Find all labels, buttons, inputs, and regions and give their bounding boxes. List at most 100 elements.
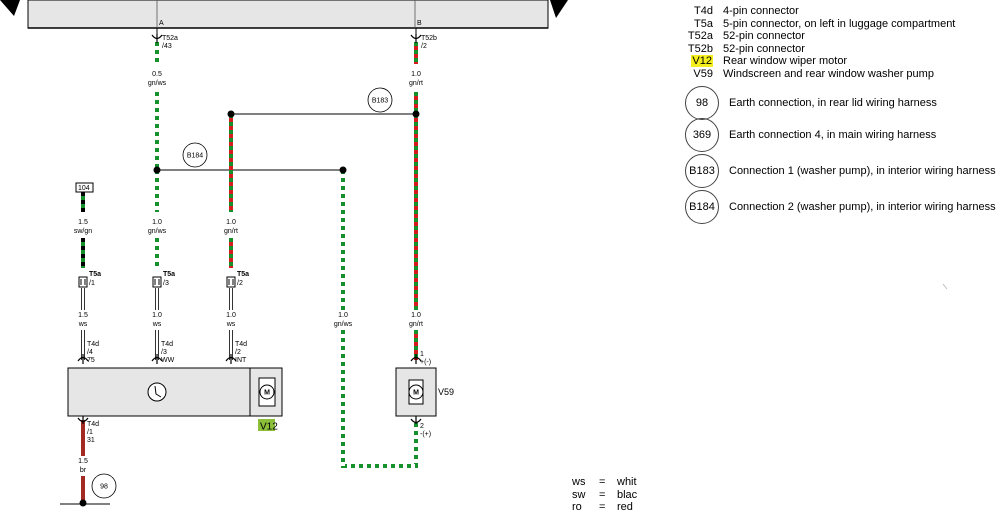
legend-code: V59 bbox=[693, 67, 713, 80]
conn-t4d3-name: T4d bbox=[161, 341, 173, 348]
cursor-mark bbox=[942, 283, 948, 290]
colour-key-row: sw = blac bbox=[572, 489, 637, 502]
colour-name: blac bbox=[617, 488, 638, 501]
w10-colour: gn/rt bbox=[409, 321, 423, 328]
legend-text: 5-pin connector, on left in luggage comp… bbox=[723, 17, 956, 30]
legend-row-t5a: T5a 5-pin connector, on left in luggage … bbox=[675, 18, 1000, 31]
conn-t5a2-pin: /2 bbox=[237, 280, 243, 287]
component-legend: T4d 4-pin connector T5a 5-pin connector,… bbox=[675, 0, 1000, 224]
legend-row-t52a: T52a 52-pin connector bbox=[675, 30, 1000, 43]
conn-t52a-pin: /43 bbox=[162, 43, 172, 50]
left-marker bbox=[0, 0, 20, 16]
conn-t4d4-pin: /4 bbox=[87, 349, 93, 356]
w4-colour: gn/ws bbox=[148, 228, 167, 235]
b183-circle bbox=[367, 87, 393, 113]
conn-t5a3-pin: /3 bbox=[163, 280, 169, 287]
conn-t52b-pin: /2 bbox=[421, 43, 427, 50]
colour-key: ws = whit sw = blac ro = red bbox=[572, 476, 637, 514]
w4-size: 1.0 bbox=[152, 219, 162, 226]
w7-colour: ws bbox=[152, 321, 162, 328]
t5a-plugs bbox=[78, 276, 236, 288]
conn-t52a-name: T52a bbox=[162, 35, 178, 42]
bus-bar bbox=[27, 0, 549, 29]
v12-motor-letter: M bbox=[264, 390, 270, 397]
legend-text: 52-pin connector bbox=[723, 30, 805, 43]
v59-label: V59 bbox=[438, 387, 454, 397]
colour-name: red bbox=[617, 501, 633, 513]
legend-text: Windscreen and rear window washer pump bbox=[723, 67, 934, 80]
w5-size: 1.0 bbox=[226, 219, 236, 226]
earth-98-circle bbox=[91, 473, 117, 499]
colour-code: ws bbox=[572, 476, 586, 488]
conn-t4d1-pin: /1 bbox=[87, 429, 93, 436]
w2-size: 1.0 bbox=[411, 71, 421, 78]
legend-code-highlighted: V12 bbox=[691, 55, 713, 68]
legend-row-t4d: T4d 4-pin connector bbox=[675, 5, 1000, 18]
conn-v59-pin2: 2 bbox=[420, 423, 424, 430]
w10-size: 1.0 bbox=[411, 312, 421, 319]
conn-t4d2-name: T4d bbox=[235, 341, 247, 348]
colour-eq: = bbox=[599, 488, 606, 501]
v59-motor-symbol bbox=[408, 384, 424, 400]
wire-labels: 0.5 gn/ws 1.0 gn/rt 1.5 sw/gn 1.0 gn/ws … bbox=[74, 71, 423, 474]
legend-circle-code: B184 bbox=[685, 190, 719, 224]
conn-v59-pin1: 1 bbox=[420, 351, 424, 358]
w9-colour: gn/ws bbox=[334, 321, 353, 328]
legend-circle-text: Earth connection, in rear lid wiring har… bbox=[729, 96, 937, 109]
bus-label-b: B bbox=[417, 20, 422, 27]
w3-colour: sw/gn bbox=[74, 228, 92, 235]
connector-labels: T52a /43 T52b /2 T5a /1 T5a /3 T5a /2 T4… bbox=[87, 35, 437, 444]
conn-v59-pin1-term: +(-) bbox=[420, 359, 431, 366]
colour-eq: = bbox=[599, 476, 606, 488]
colour-eq: = bbox=[599, 501, 606, 513]
w9-size: 1.0 bbox=[338, 312, 348, 319]
fuse-104-label: 104 bbox=[78, 185, 90, 192]
w5-colour: gn/rt bbox=[224, 228, 238, 235]
legend-text: 4-pin connector bbox=[723, 5, 799, 17]
w7-size: 1.0 bbox=[152, 312, 162, 319]
conn-t4d1-name: T4d bbox=[87, 421, 99, 428]
v12-housing bbox=[67, 367, 283, 417]
colour-key-row: ws = whit bbox=[572, 476, 637, 489]
colour-code: ro bbox=[572, 501, 582, 513]
w3-size: 1.5 bbox=[78, 219, 88, 226]
conn-t4d3-term: WW bbox=[161, 357, 175, 364]
colour-name: whit bbox=[617, 476, 637, 488]
conn-v59-pin2-term: -(+) bbox=[420, 431, 431, 438]
legend-circle-code: 98 bbox=[685, 86, 719, 120]
conn-t52b-name: T52b bbox=[421, 35, 437, 42]
w2-colour: gn/rt bbox=[409, 80, 423, 87]
wires bbox=[60, 28, 418, 505]
legend-circle-text: Connection 2 (washer pump), in interior … bbox=[729, 200, 996, 213]
earth-98-label: 98 bbox=[100, 484, 108, 491]
legend-circle-369: 369 Earth connection 4, in main wiring h… bbox=[685, 118, 936, 152]
legend-text: 52-pin connector bbox=[723, 42, 805, 55]
conn-t4d4-name: T4d bbox=[87, 341, 99, 348]
connector-symbols bbox=[77, 34, 422, 424]
w6-size: 1.5 bbox=[78, 312, 88, 319]
v12-tag-bg bbox=[258, 419, 275, 431]
w8-colour: ws bbox=[226, 321, 236, 328]
b183-label: B183 bbox=[372, 98, 388, 105]
conn-t5a1-pin: /1 bbox=[89, 280, 95, 287]
b184-circle bbox=[182, 142, 208, 168]
legend-row-t52b: T52b 52-pin connector bbox=[675, 43, 1000, 56]
junctions bbox=[79, 110, 420, 507]
legend-code: T52b bbox=[687, 42, 713, 55]
w6-colour: ws bbox=[78, 321, 88, 328]
legend-code: T4d bbox=[694, 5, 713, 17]
legend-circle-text: Earth connection 4, in main wiring harne… bbox=[729, 128, 937, 141]
legend-circle-b183: B183 Connection 1 (washer pump), in inte… bbox=[685, 154, 996, 188]
w8-size: 1.0 bbox=[226, 312, 236, 319]
v12-tag: V12 bbox=[260, 422, 278, 433]
conn-t4d1-term: 31 bbox=[87, 437, 95, 444]
legend-circle-b184: B184 Connection 2 (washer pump), in inte… bbox=[685, 190, 996, 224]
fuse-104-box bbox=[75, 182, 94, 193]
legend-row-v59: V59 Windscreen and rear window washer pu… bbox=[675, 68, 1000, 81]
b184-label: B184 bbox=[187, 153, 203, 160]
conn-t5a2-name: T5a bbox=[237, 271, 249, 278]
bus-label-a: A bbox=[159, 20, 164, 27]
w11-size: 1.5 bbox=[78, 458, 88, 465]
colour-key-row: ro = red bbox=[572, 501, 637, 514]
